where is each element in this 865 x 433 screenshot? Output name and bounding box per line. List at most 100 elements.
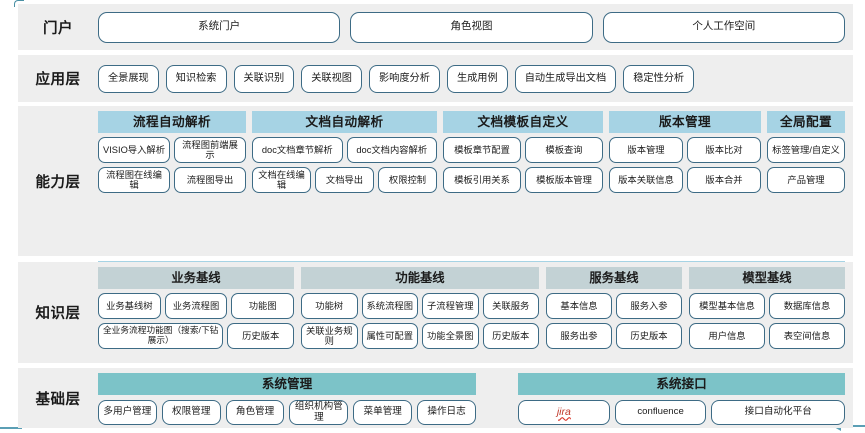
application-item-5[interactable]: 生成用例 <box>446 64 508 93</box>
knowledge-item-1-1-0[interactable]: 功能树 <box>301 293 358 319</box>
application-item-row: 全景展现 知识检索 关联识别 关联视图 影响度分析 生成用例 自动生成导出文档 … <box>98 55 845 102</box>
layer-label-application: 应用层 <box>35 72 81 88</box>
application-item-2[interactable]: 关联识别 <box>233 64 295 93</box>
knowledge-item-1-2-2[interactable]: 功能全景图 <box>422 323 479 349</box>
knowledge-item-1-2-0[interactable]: 关联业务规则 <box>301 323 358 349</box>
capability-column-header-1: 文档自动解析 <box>252 111 437 133</box>
layer-label-portal: 门户 <box>43 20 73 37</box>
base-item-1-0[interactable]: jira <box>518 400 610 425</box>
capability-row-3-1: 版本管理 版本比对 <box>609 137 761 163</box>
capability-item-1-2-1[interactable]: 文档导出 <box>315 167 374 193</box>
layer-body-knowledge: 业务基线 业务基线树 业务流程图 功能图 全业务流程功能图（搜索/下钻展示） 历… <box>98 262 853 363</box>
knowledge-item-0-1-1[interactable]: 业务流程图 <box>164 293 228 319</box>
capability-item-3-2-1[interactable]: 版本合并 <box>687 167 761 193</box>
decorative-corner-top-left <box>14 0 24 7</box>
knowledge-row-2-2: 服务出参 历史版本 <box>546 323 682 349</box>
capability-item-4-1-0[interactable]: 标签管理/自定义 <box>767 137 845 163</box>
knowledge-item-0-2-1[interactable]: 历史版本 <box>227 323 294 349</box>
capability-item-1-2-2[interactable]: 权限控制 <box>378 167 437 193</box>
capability-item-1-1-1[interactable]: doc文档内容解析 <box>346 137 437 163</box>
knowledge-item-3-1-0[interactable]: 模型基本信息 <box>689 293 765 319</box>
knowledge-item-1-1-1[interactable]: 系统流程图 <box>361 293 418 319</box>
capability-item-1-1-0[interactable]: doc文档章节解析 <box>252 137 343 163</box>
knowledge-item-0-2-0[interactable]: 全业务流程功能图（搜索/下钻展示） <box>98 323 224 349</box>
knowledge-item-1-1-2[interactable]: 子流程管理 <box>422 293 479 319</box>
capability-item-3-1-0[interactable]: 版本管理 <box>609 137 683 163</box>
portal-item-1[interactable]: 角色视图 <box>350 11 593 43</box>
base-item-0-1[interactable]: 权限管理 <box>161 400 221 425</box>
capability-item-1-2-0[interactable]: 文档在线编辑 <box>252 167 311 193</box>
decorative-line-bottom-left <box>0 427 22 429</box>
application-item-6[interactable]: 自动生成导出文档 <box>514 64 617 93</box>
layer-band-portal: 门户 系统门户 角色视图 个人工作空间 <box>18 4 853 50</box>
knowledge-column-header-3: 模型基线 <box>689 267 845 289</box>
portal-item-0[interactable]: 系统门户 <box>98 11 341 43</box>
capability-item-4-2-0[interactable]: 产品管理 <box>767 167 845 193</box>
knowledge-column-service-baseline: 服务基线 基本信息 服务入参 服务出参 历史版本 <box>546 267 682 363</box>
base-item-0-0[interactable]: 多用户管理 <box>98 400 157 425</box>
knowledge-item-2-2-0[interactable]: 服务出参 <box>546 323 612 349</box>
application-item-4[interactable]: 影响度分析 <box>369 64 440 93</box>
knowledge-item-1-2-3[interactable]: 历史版本 <box>482 323 539 349</box>
capability-row-0-2: 流程图在线编辑 流程图导出 <box>98 167 246 193</box>
layer-label-base: 基础层 <box>35 391 81 408</box>
knowledge-row-0-1: 业务基线树 业务流程图 功能图 <box>98 293 295 319</box>
capability-item-0-2-1[interactable]: 流程图导出 <box>174 167 246 193</box>
capability-item-2-2-1[interactable]: 模板版本管理 <box>525 167 603 193</box>
base-item-1-1[interactable]: confluence <box>614 400 707 425</box>
base-item-0-5[interactable]: 操作日志 <box>417 400 476 425</box>
knowledge-row-1-1: 功能树 系统流程图 子流程管理 关联服务 <box>301 293 539 319</box>
capability-row-2-1: 模板章节配置 模板查询 <box>443 137 603 163</box>
capability-column-header-2: 文档模板自定义 <box>443 111 603 133</box>
capability-item-0-1-1[interactable]: 流程图前端展示 <box>174 137 246 163</box>
capability-item-2-2-0[interactable]: 模板引用关系 <box>443 167 521 193</box>
knowledge-item-2-1-1[interactable]: 服务入参 <box>616 293 682 319</box>
knowledge-column-function-baseline: 功能基线 功能树 系统流程图 子流程管理 关联服务 关联业务规则 属性可配置 功… <box>301 267 539 363</box>
capability-row-0-1: VISIO导入解析 流程图前端展示 <box>98 137 246 163</box>
layer-body-capability: 流程自动解析 VISIO导入解析 流程图前端展示 流程图在线编辑 流程图导出 文… <box>98 106 853 313</box>
knowledge-item-3-1-1[interactable]: 数据库信息 <box>769 293 845 319</box>
capability-item-3-2-0[interactable]: 版本关联信息 <box>609 167 683 193</box>
knowledge-item-1-1-3[interactable]: 关联服务 <box>482 293 539 319</box>
knowledge-item-3-2-1[interactable]: 表空间信息 <box>769 323 845 349</box>
base-item-0-3[interactable]: 组织机构管理 <box>289 400 349 425</box>
capability-column-version-mgmt: 版本管理 版本管理 版本比对 版本关联信息 版本合并 <box>609 111 761 256</box>
knowledge-item-0-1-2[interactable]: 功能图 <box>231 293 295 319</box>
base-item-0-4[interactable]: 菜单管理 <box>353 400 413 425</box>
capability-item-0-1-0[interactable]: VISIO导入解析 <box>98 137 170 163</box>
knowledge-row-3-1: 模型基本信息 数据库信息 <box>689 293 845 319</box>
capability-row-3-2: 版本关联信息 版本合并 <box>609 167 761 193</box>
knowledge-column-header-2: 服务基线 <box>546 267 682 289</box>
application-item-0[interactable]: 全景展现 <box>98 64 159 93</box>
knowledge-row-0-2: 全业务流程功能图（搜索/下钻展示） 历史版本 <box>98 323 294 349</box>
layer-label-knowledge: 知识层 <box>35 306 81 322</box>
knowledge-item-2-2-1[interactable]: 历史版本 <box>616 323 682 349</box>
knowledge-item-0-1-0[interactable]: 业务基线树 <box>98 293 161 319</box>
knowledge-item-3-2-0[interactable]: 用户信息 <box>689 323 765 349</box>
application-item-3[interactable]: 关联视图 <box>301 64 362 93</box>
portal-item-row: 系统门户 角色视图 个人工作空间 <box>98 4 845 50</box>
base-item-0-2[interactable]: 角色管理 <box>225 400 285 425</box>
application-item-1[interactable]: 知识检索 <box>165 64 227 93</box>
capability-item-3-1-1[interactable]: 版本比对 <box>687 137 761 163</box>
knowledge-item-2-1-0[interactable]: 基本信息 <box>546 293 612 319</box>
layer-label-capability: 能力层 <box>35 174 81 191</box>
base-column-header-1: 系统接口 <box>518 373 845 395</box>
knowledge-item-1-2-1[interactable]: 属性可配置 <box>361 323 418 349</box>
application-item-7[interactable]: 稳定性分析 <box>623 64 695 93</box>
knowledge-column-grid: 业务基线 业务基线树 业务流程图 功能图 全业务流程功能图（搜索/下钻展示） 历… <box>98 262 845 363</box>
capability-item-2-1-1[interactable]: 模板查询 <box>525 137 603 163</box>
knowledge-row-3-2: 用户信息 表空间信息 <box>689 323 845 349</box>
layer-body-base: 系统管理 多用户管理 权限管理 角色管理 组织机构管理 菜单管理 操作日志 系统… <box>98 368 853 428</box>
capability-item-2-1-0[interactable]: 模板章节配置 <box>443 137 521 163</box>
base-row-1: jira confluence 接口自动化平台 <box>518 400 846 425</box>
base-column-system-management: 系统管理 多用户管理 权限管理 角色管理 组织机构管理 菜单管理 操作日志 <box>98 373 476 428</box>
capability-row-2-2: 模板引用关系 模板版本管理 <box>443 167 603 193</box>
capability-item-0-2-0[interactable]: 流程图在线编辑 <box>98 167 170 193</box>
layer-band-application: 应用层 全景展现 知识检索 关联识别 关联视图 影响度分析 生成用例 自动生成导… <box>18 55 853 102</box>
layer-body-application: 全景展现 知识检索 关联识别 关联视图 影响度分析 生成用例 自动生成导出文档 … <box>98 55 853 102</box>
portal-item-2[interactable]: 个人工作空间 <box>602 11 845 43</box>
layer-band-knowledge: 知识层 业务基线 业务基线树 业务流程图 功能图 全业务流程功能图（搜索/下钻展… <box>18 262 853 363</box>
base-item-1-2[interactable]: 接口自动化平台 <box>711 400 846 425</box>
